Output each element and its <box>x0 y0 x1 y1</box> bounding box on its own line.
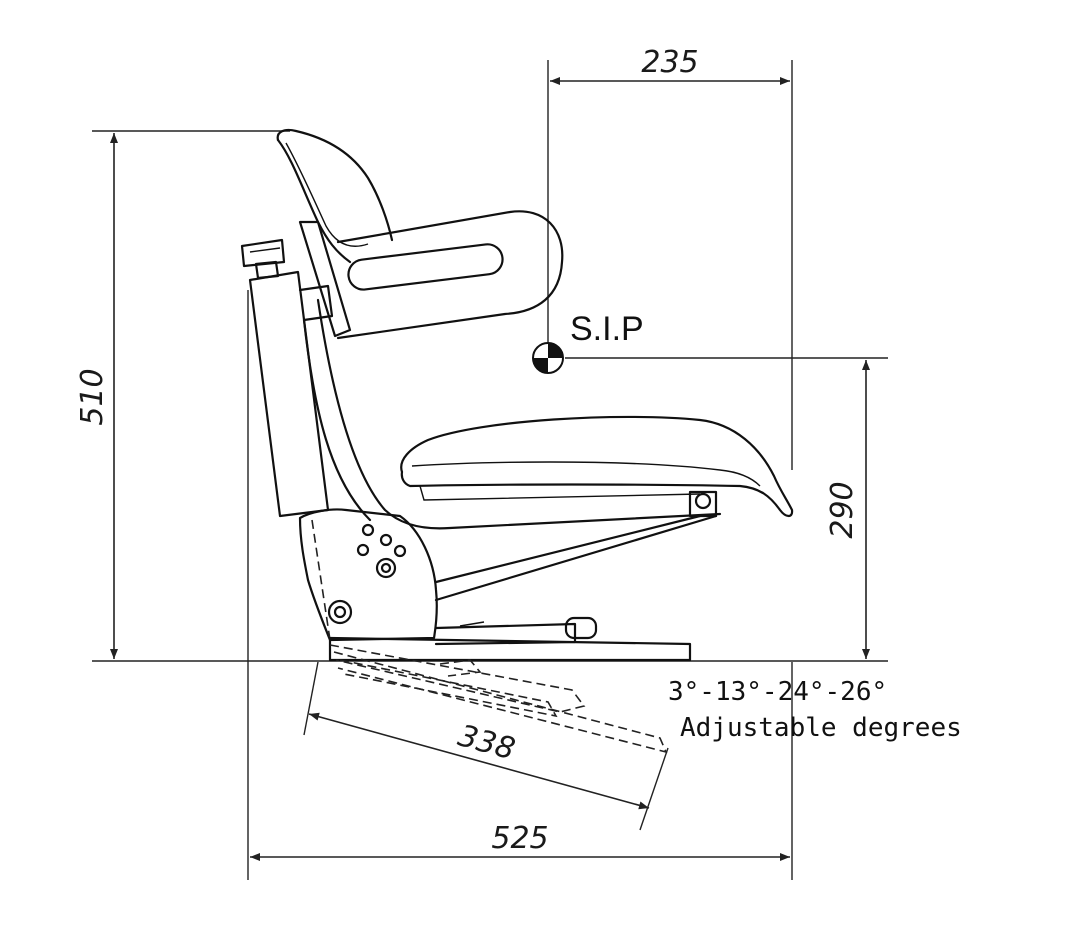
angles-label: 3°-13°-24°-26° <box>668 677 887 707</box>
sip-marker <box>532 342 564 374</box>
dimension-lines <box>110 77 870 861</box>
dim-line-338 <box>308 712 650 810</box>
dim-label-338: 338 <box>454 718 519 767</box>
dim-label-525: 525 <box>491 821 548 856</box>
adjustable-label: Adjustable degrees <box>680 713 962 743</box>
dim-label-510: 510 <box>75 368 110 425</box>
sip-label: S.I.P <box>570 310 644 348</box>
dim-label-235: 235 <box>641 45 698 80</box>
dim-label-290: 290 <box>825 481 860 538</box>
seat-drawing <box>240 128 794 754</box>
